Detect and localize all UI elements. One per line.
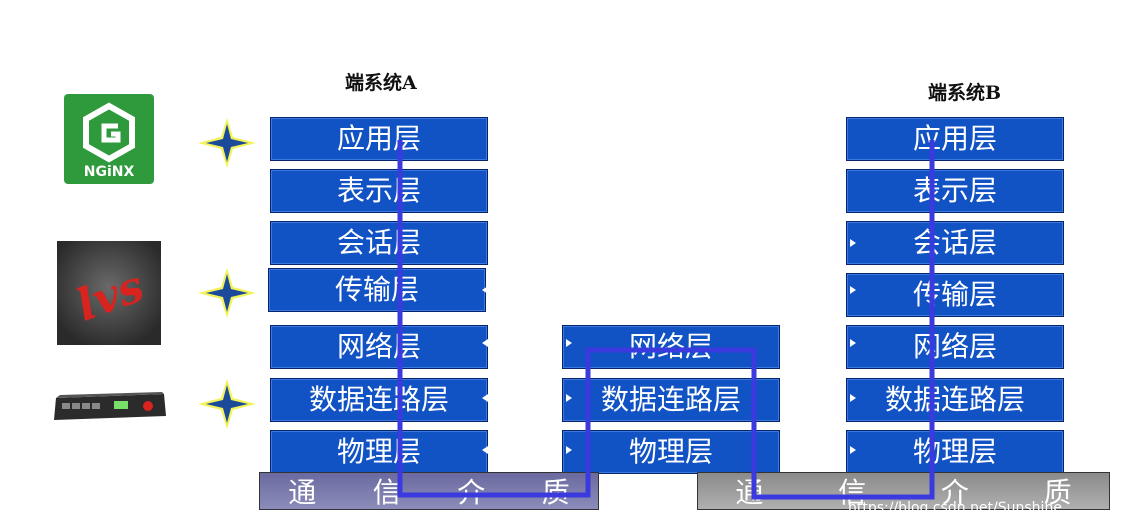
hardware-load-balancer-icon — [52, 390, 168, 424]
system-a-session-layer: 会话层 — [270, 221, 488, 265]
router-network-layer: 网络层 — [562, 325, 780, 369]
system-b-network-layer: 网络层 — [846, 325, 1064, 369]
system-b-presentation-layer: 表示层 — [846, 169, 1064, 213]
system-b-physical-layer: 物理层 — [846, 430, 1064, 474]
medium-left-char: 通 — [288, 476, 317, 509]
nginx-logo-icon: NGiNX — [64, 94, 154, 184]
system-a-application-layer: 应用层 — [270, 117, 488, 161]
system-a-physical-layer: 物理层 — [270, 430, 488, 474]
medium-left-char: 信 — [372, 476, 401, 509]
medium-right-char: 通 — [735, 476, 764, 509]
watermark-text: https://blog.csdn.net/Sunshine — [848, 500, 1062, 516]
system-a-presentation-layer: 表示层 — [270, 169, 488, 213]
system-b-application-layer: 应用层 — [846, 117, 1064, 161]
system-b-transport-layer: 传输层 — [846, 273, 1064, 317]
router-datalink-layer: 数据连路层 — [562, 378, 780, 422]
lvs-logo-icon: lvs — [57, 241, 161, 345]
system-a-title: 端系统A — [345, 72, 417, 94]
communication-medium-left: 通 信 介 质 — [259, 472, 599, 510]
system-a-datalink-layer: 数据连路层 — [270, 378, 488, 422]
medium-right-char: 质 — [1043, 476, 1072, 509]
medium-right-char: 介 — [940, 476, 969, 509]
medium-left-char: 质 — [541, 476, 570, 509]
medium-left-char: 介 — [457, 476, 486, 509]
star-icon — [198, 379, 256, 429]
system-b-session-layer: 会话层 — [846, 221, 1064, 265]
star-icon — [198, 118, 256, 168]
star-icon — [198, 268, 256, 318]
system-b-datalink-layer: 数据连路层 — [846, 378, 1064, 422]
system-a-transport-layer: 传输层 — [268, 268, 486, 312]
system-b-title: 端系统B — [928, 82, 1002, 104]
nginx-logo-text: NGiNX — [84, 164, 135, 180]
system-a-network-layer: 网络层 — [270, 325, 488, 369]
router-physical-layer: 物理层 — [562, 430, 780, 474]
